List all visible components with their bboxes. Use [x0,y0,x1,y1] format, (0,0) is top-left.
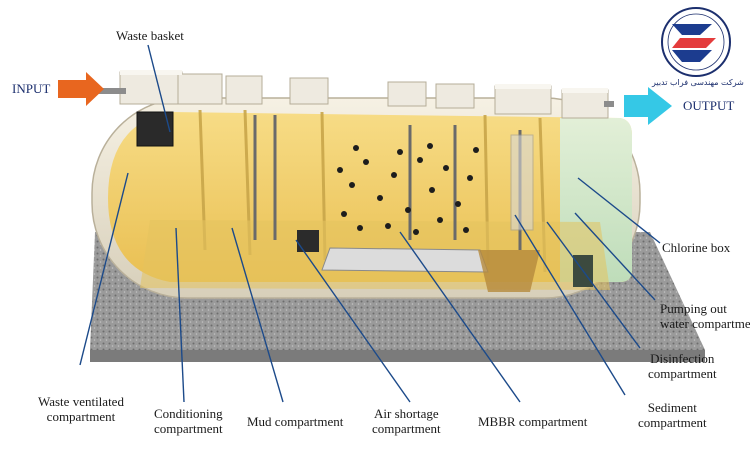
sediment-label: Sediment compartment [638,400,707,430]
manholes [119,71,609,119]
leader-lines [79,44,661,403]
waste-ventilated-label: Waste ventilated compartment [38,394,124,424]
waste-basket-label: Waste basket [116,28,184,43]
pumping-out-label: Pumping out water compartment [660,301,750,331]
mbbr-label: MBBR compartment [478,414,588,429]
output-arrow [624,87,672,125]
mud-label: Mud compartment [247,414,344,429]
air-shortage-label: Air shortage compartment [372,406,441,436]
output-label: OUTPUT [683,98,735,113]
disinfection-label: Disinfection compartment [648,351,717,381]
conditioning-label: Conditioning compartment [154,406,223,436]
tank-body [91,97,641,299]
mbbr-media [337,143,479,235]
company-logo [661,7,731,77]
input-arrow [58,72,104,106]
company-name: شرکت مهندسی فراب تدبیر [652,78,744,87]
input-label: INPUT [12,81,51,96]
chlorine-box-label: Chlorine box [662,240,731,255]
